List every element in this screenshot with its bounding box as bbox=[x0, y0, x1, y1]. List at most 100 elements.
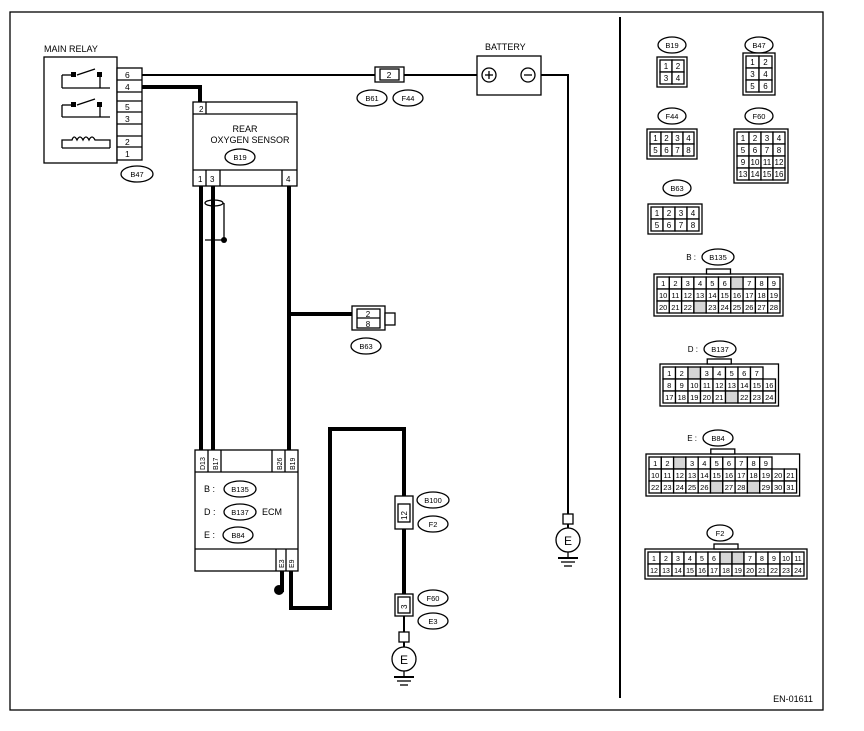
ecm-pin-e9: E9 bbox=[289, 559, 296, 568]
connector-b135-pin: 10 bbox=[659, 291, 667, 300]
connector-b84-pin: 6 bbox=[727, 459, 731, 468]
connector-b135-label: B135 bbox=[709, 253, 727, 262]
connector-f44-label: F44 bbox=[666, 112, 679, 121]
connector-f2-pin: 4 bbox=[688, 556, 692, 563]
connector-b63-pin: 4 bbox=[691, 209, 696, 218]
connector-b137-pin: 21 bbox=[715, 393, 723, 402]
relay-pin-3: 3 bbox=[125, 114, 130, 124]
connector-b137-pin: 22 bbox=[740, 393, 748, 402]
relay-pin-6: 6 bbox=[125, 70, 130, 80]
relay-pin-4: 4 bbox=[125, 82, 130, 92]
connector-b137-pin: 6 bbox=[742, 369, 746, 378]
connector-f2-pin: 5 bbox=[700, 556, 704, 563]
ecm-label: ECM bbox=[262, 507, 282, 517]
main-relay-pins: 6 4 5 3 2 1 bbox=[117, 70, 142, 159]
connector-b84-pin: 31 bbox=[786, 483, 794, 492]
main-relay-label: MAIN RELAY bbox=[44, 44, 98, 54]
connector-b63-pin: 7 bbox=[679, 221, 684, 230]
f60-label: F60 bbox=[427, 594, 440, 603]
connector-b47-label: B47 bbox=[752, 41, 765, 50]
sensor-pin-3: 3 bbox=[210, 175, 215, 184]
connector-b135-pin: 4 bbox=[698, 279, 702, 288]
connector-b137-pin: 7 bbox=[755, 369, 759, 378]
connector-b84-pin: 8 bbox=[751, 459, 755, 468]
connector-f60-pin: 5 bbox=[741, 146, 746, 155]
relay-switch-1 bbox=[61, 68, 110, 89]
connector-f60-pin: 6 bbox=[753, 146, 758, 155]
connector-b84-pin: 5 bbox=[715, 459, 719, 468]
connector-f60-pin: 1 bbox=[741, 134, 746, 143]
connector-b19-pin: 1 bbox=[664, 62, 669, 71]
wires bbox=[142, 74, 569, 632]
connector-b137-pin: 8 bbox=[667, 381, 671, 390]
connector-b135-pin: 19 bbox=[770, 291, 778, 300]
ecm-pin-b19: B19 bbox=[290, 457, 297, 470]
sensor-top-pin: 2 bbox=[199, 105, 204, 114]
connector-b84-pin: 18 bbox=[749, 471, 757, 480]
connector-b137-pin: 11 bbox=[703, 381, 711, 390]
f2-label: F2 bbox=[429, 520, 438, 529]
connector-b137-pin: 9 bbox=[680, 381, 684, 390]
connector-b135-prefix: B : bbox=[686, 253, 696, 262]
connector-f2-pin: 12 bbox=[650, 568, 658, 575]
connector-b84-pin: 14 bbox=[700, 471, 708, 480]
figure-id: EN-01611 bbox=[773, 694, 813, 704]
connector-b137-pin: 10 bbox=[690, 381, 698, 390]
connector-b84-pin: 11 bbox=[664, 471, 672, 480]
connector-b47-pin: 4 bbox=[763, 70, 768, 79]
connector-b19-pin: 2 bbox=[676, 62, 681, 71]
relay-coil-symbol bbox=[61, 136, 111, 149]
connector-f44-pin: 3 bbox=[675, 134, 680, 143]
connector-b137-prefix: D : bbox=[688, 345, 698, 354]
connector-b137-pin: 12 bbox=[715, 381, 723, 390]
connector-b84-pin: 19 bbox=[762, 471, 770, 480]
sensor-pin-1: 1 bbox=[198, 175, 203, 184]
connector-b135-pin: 9 bbox=[772, 279, 776, 288]
connector-f2-pin: 7 bbox=[748, 556, 752, 563]
ecm-pin-b17: B17 bbox=[213, 457, 220, 470]
ground-bottom: E bbox=[391, 631, 417, 686]
connector-b135-pin: 23 bbox=[708, 303, 716, 312]
connector-f2-pin: 22 bbox=[770, 568, 778, 575]
ground-right: E bbox=[555, 513, 581, 567]
relay-pin-5: 5 bbox=[125, 102, 130, 112]
connector-b19-pin: 3 bbox=[664, 74, 669, 83]
connector-b84-pin: 2 bbox=[665, 459, 669, 468]
connector-b135-pin: 17 bbox=[745, 291, 753, 300]
ecm-pin-b26: B26 bbox=[277, 457, 284, 470]
ecm-row-e-conn: B84 bbox=[231, 531, 244, 540]
connector-f44-pin: 5 bbox=[653, 146, 658, 155]
connector-b135-pin: 25 bbox=[733, 303, 741, 312]
diagram-frame bbox=[9, 11, 824, 711]
connector-b47-pin: 5 bbox=[750, 82, 755, 91]
connector-f60-pin: 16 bbox=[775, 170, 784, 179]
connector-b47-pin: 3 bbox=[750, 70, 755, 79]
ecm-row-e-letter: E : bbox=[204, 530, 215, 540]
connector-b135-pin: 20 bbox=[659, 303, 667, 312]
connector-b137-pin: 3 bbox=[705, 369, 709, 378]
connector-f2-pin: 21 bbox=[758, 568, 766, 575]
connector-b61-f44: 2 B61 F44 bbox=[356, 66, 424, 107]
fuse-right-label: F44 bbox=[402, 94, 415, 103]
connector-f60-pin: 11 bbox=[763, 158, 772, 167]
e3-label: E3 bbox=[428, 617, 437, 626]
fuse-left-label: B61 bbox=[365, 94, 378, 103]
connector-b47-pin: 1 bbox=[750, 58, 755, 67]
connector-b135-pin: 3 bbox=[686, 279, 690, 288]
connector-b84-pin: 22 bbox=[651, 483, 659, 492]
main-relay: MAIN RELAY 6 4 5 3 2 1 bbox=[43, 44, 154, 183]
relay-connector-label: B47 bbox=[130, 170, 143, 179]
connector-b135-pin: 24 bbox=[720, 303, 728, 312]
connector-b63-inline: 2 8 B63 bbox=[350, 305, 396, 355]
connector-b84-pin: 17 bbox=[737, 471, 745, 480]
connector-f44-pin: 6 bbox=[664, 146, 669, 155]
battery: BATTERY bbox=[476, 42, 542, 96]
